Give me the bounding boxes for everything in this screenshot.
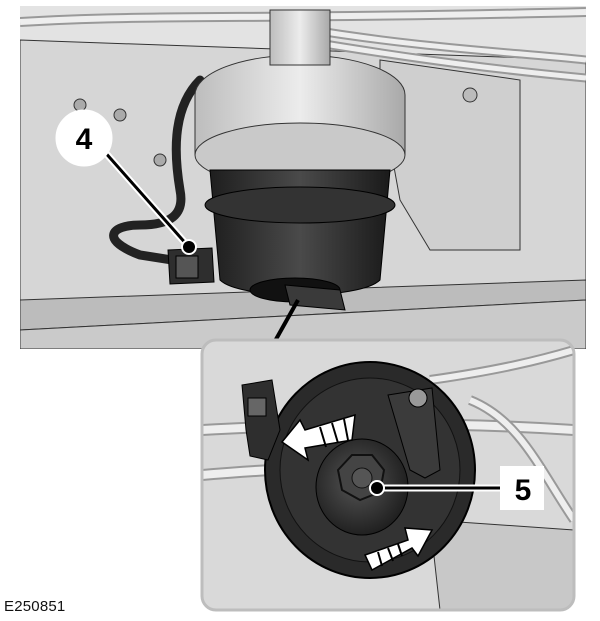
main-view: [20, 6, 586, 349]
callout-5: 5: [369, 466, 544, 510]
rotation-arrow-lower: [363, 527, 434, 572]
callout-4-label: 4: [76, 123, 93, 156]
callout-5-label: 5: [515, 474, 532, 507]
callout-4: 4: [55, 109, 197, 255]
detail-inset: [200, 338, 576, 612]
rotation-arrow-upper: [280, 413, 356, 462]
figure-reference-code: E250851: [4, 598, 66, 615]
